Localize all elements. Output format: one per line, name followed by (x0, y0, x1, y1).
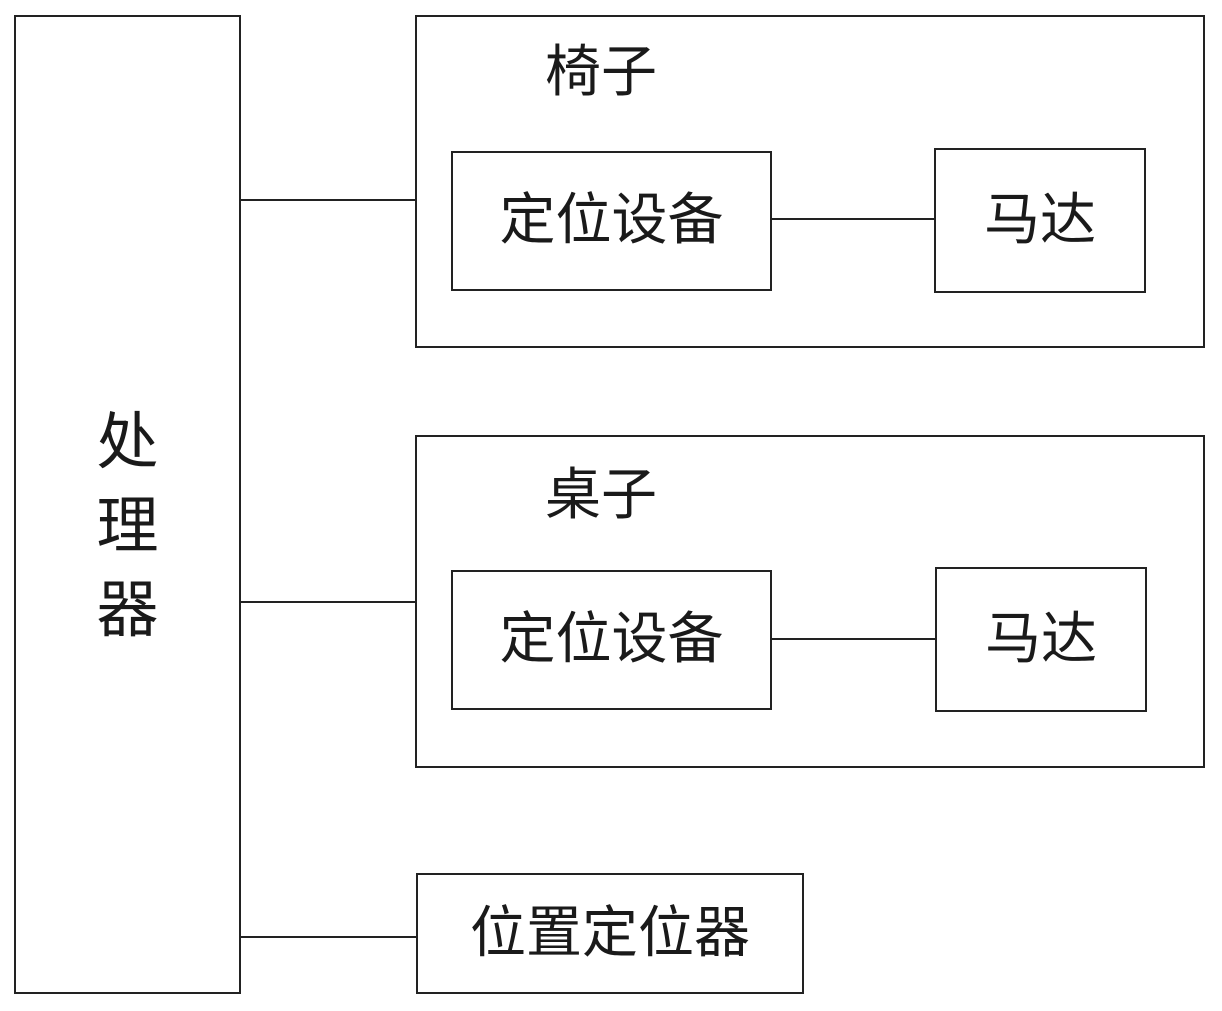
chair-positioning-device: 定位设备 (451, 151, 772, 291)
processor-box (14, 15, 241, 994)
table-device-motor-connector (771, 638, 936, 640)
processor-char-3: 器 (96, 573, 159, 646)
chair-motor: 马达 (934, 148, 1146, 293)
processor-char-2: 理 (96, 489, 159, 562)
processor-table-connector (240, 601, 416, 603)
chair-device-motor-connector (771, 218, 935, 220)
chair-title: 椅子 (545, 40, 657, 105)
table-title: 桌子 (545, 463, 657, 528)
processor-char-1: 处 (96, 405, 159, 478)
processor-locator-connector (240, 936, 417, 938)
table-motor: 马达 (935, 567, 1147, 712)
processor-label: 处 理 器 (14, 400, 241, 652)
position-locator: 位置定位器 (416, 873, 804, 994)
processor-chair-connector (240, 199, 416, 201)
table-positioning-device: 定位设备 (451, 570, 772, 710)
